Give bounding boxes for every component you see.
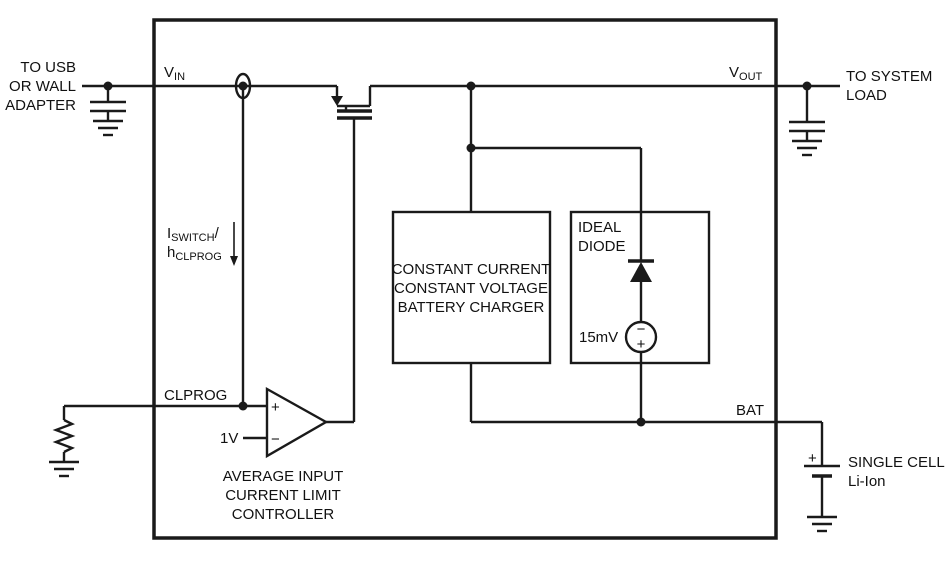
usb-label-1: TO USB [20,59,76,76]
ground-icon [93,119,123,137]
usb-label-2: OR WALL [9,78,76,95]
junction-dot [636,417,646,427]
controller-caption-2: CURRENT LIMIT [225,487,341,504]
opamp-icon [265,386,329,459]
resistor-icon [52,406,76,462]
ground-icon [807,515,837,533]
ground-icon [49,460,79,478]
controller-caption-3: CONTROLLER [232,506,335,523]
output-capacitor [789,86,825,141]
source-minus: − [637,321,646,338]
offset-label: 15mV [579,329,618,346]
vout-label: VOUT [729,64,763,83]
charger-label-3: BATTERY CHARGER [398,299,545,316]
current-label-2: hCLPROG [167,244,222,263]
current-label-1: ISWITCH/ [167,225,220,244]
ic-outline [152,18,778,540]
controller-caption-1: AVERAGE INPUT [223,468,344,485]
battery-plus: + [808,450,817,467]
arrow-down-icon [230,222,238,266]
vin-label: VIN [164,64,185,83]
system-label-2: LOAD [846,87,887,104]
system-label-1: TO SYSTEM [846,68,932,85]
pfet-switch [331,86,372,422]
charger-label-2: CONSTANT VOLTAGE [394,280,548,297]
diode-label-2: DIODE [578,238,626,255]
battery-label-2: Li-Ion [848,473,886,490]
source-plus: + [637,336,646,353]
diode-icon [628,259,654,282]
input-capacitor [90,86,126,121]
input-wires [82,81,337,91]
charger-label-1: CONSTANT CURRENT [392,261,551,278]
usb-label-3: ADAPTER [5,97,76,114]
opamp-plus: + [271,399,280,416]
clprog-label: CLPROG [164,387,227,404]
diode-label-1: IDEAL [578,219,621,236]
opamp-minus: − [271,431,280,448]
bat-label: BAT [736,402,764,419]
battery-icon [804,422,840,517]
battery-label-1: SINGLE CELL [848,454,945,471]
ground-icon [792,139,822,157]
ref-label: 1V [220,430,238,447]
